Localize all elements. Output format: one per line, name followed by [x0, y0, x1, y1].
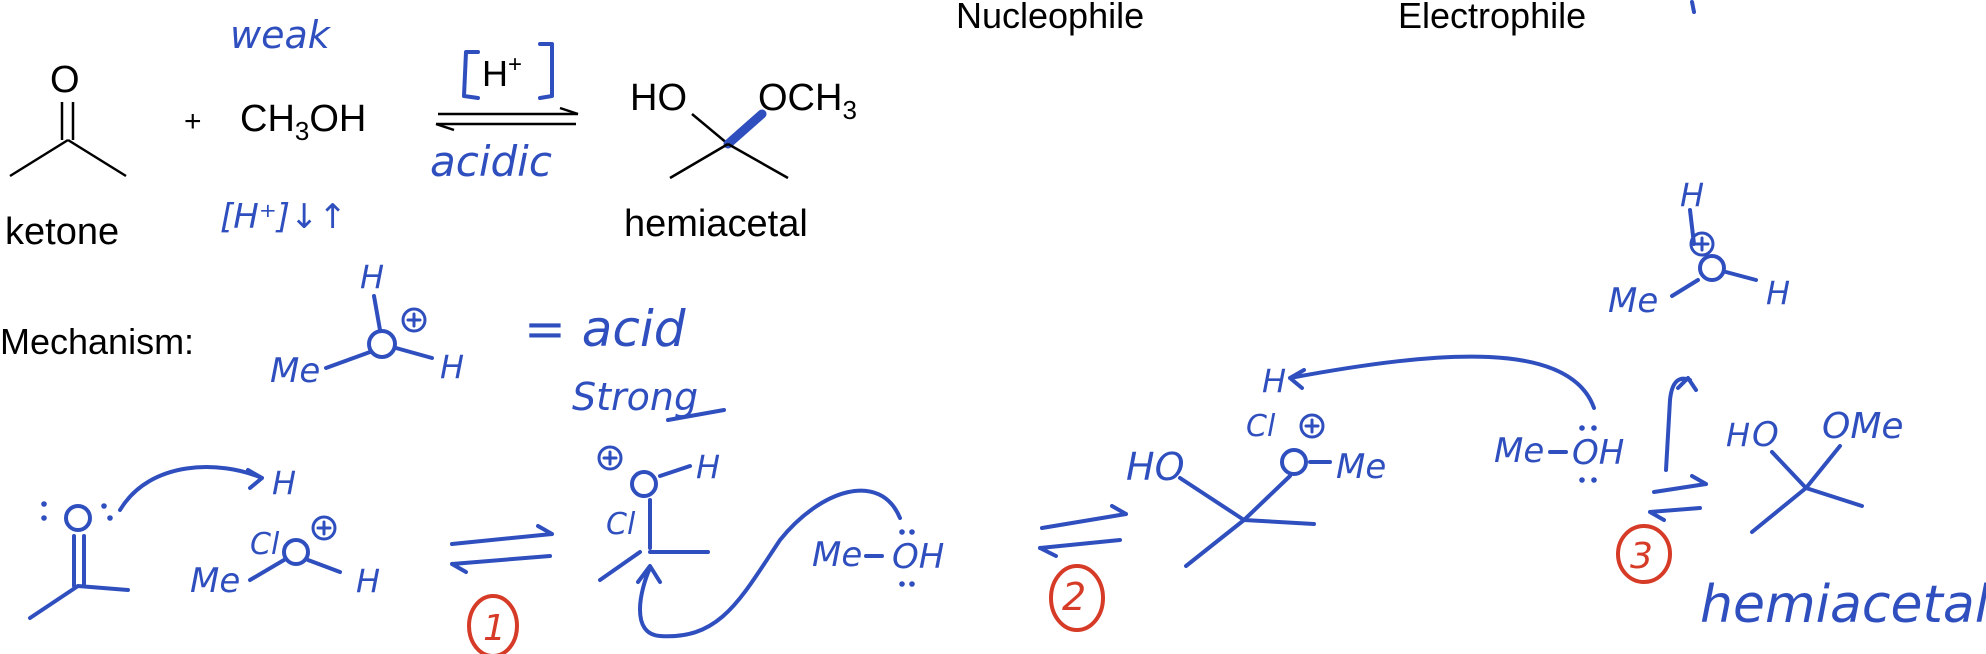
h-text: H — [1680, 176, 1704, 214]
product-och3: OCH3 — [758, 77, 857, 125]
me-text: Me — [1608, 281, 1658, 321]
oh-text: OH — [1572, 433, 1624, 473]
h-text: H — [696, 448, 720, 486]
step-1-number: 1 — [483, 608, 506, 649]
final-hemiacetal-label: hemiacetal — [1700, 575, 1986, 635]
equilibrium-step3 — [1648, 376, 1708, 522]
hemiacetal-structure: HO OCH3 — [630, 77, 857, 180]
hemiacetal-product-mechanism: H O OMe — [1726, 406, 1904, 534]
note-acidic: acidic — [430, 137, 552, 186]
me-text: Me — [1336, 447, 1386, 487]
hydronium-reference: Me H H — [270, 258, 464, 391]
acid-label: = acid — [524, 300, 686, 358]
curved-arrow-attack — [636, 488, 902, 639]
catalyst-label: H+ — [482, 51, 522, 94]
note-weak: weak — [230, 13, 332, 57]
nucleophile-heading: Nucleophile — [956, 0, 1144, 36]
plus-sign: + — [184, 105, 202, 138]
electrophile-heading: Electrophile — [1398, 0, 1586, 36]
equilibrium-step2 — [1038, 504, 1128, 558]
step-1-circle — [467, 594, 519, 654]
ome-text: OMe — [1822, 406, 1904, 447]
h-text: H — [1726, 416, 1750, 454]
ketone-label: ketone — [5, 211, 119, 253]
step-3-number: 3 — [1630, 536, 1653, 577]
me-text: Me — [270, 351, 320, 391]
equilibrium-step1 — [450, 524, 554, 574]
oxonium-intermediate: HO H Cl Me — [1126, 354, 1596, 568]
mechanism-label: Mechanism: — [0, 321, 194, 362]
step-3-circle — [1616, 524, 1672, 584]
hemiacetal-label: hemiacetal — [624, 203, 808, 245]
catalyst-bracket-ink — [462, 42, 554, 100]
me-text: Me — [190, 561, 240, 601]
methanol-reagent: CH3OH — [240, 98, 366, 146]
me-text: Me — [1494, 431, 1544, 471]
ketone-oxygen: O — [50, 59, 80, 101]
header-ink-mark — [1690, 0, 1696, 14]
ho-text: HO — [1126, 445, 1184, 489]
step-2-number: 2 — [1062, 575, 1086, 619]
note-h-concentration: [H⁺]↓↑ — [220, 197, 347, 237]
o-text: O — [1752, 415, 1779, 455]
h-text: H — [360, 258, 384, 296]
hydronium-top-right: H Me H — [1608, 176, 1790, 321]
oh-text: OH — [892, 537, 944, 577]
product-ho: HO — [630, 77, 687, 119]
curved-arrow-step1 — [118, 465, 264, 512]
methanol-base: Me OH — [1494, 425, 1624, 483]
ketone-structure: O — [9, 59, 127, 178]
cl-text: Cl — [250, 527, 280, 562]
h-text: H — [1262, 362, 1286, 400]
me-text: Me — [812, 535, 862, 575]
h-text: H — [440, 348, 464, 386]
cl-text: Cl — [1246, 409, 1276, 444]
methanol-nucleophile: Me OH — [812, 529, 944, 587]
h-text: H — [356, 562, 380, 600]
step-2-circle — [1049, 564, 1105, 632]
h-text: H — [1766, 274, 1790, 312]
strong-label: Strong — [572, 375, 698, 419]
cl-text: Cl — [606, 507, 636, 542]
equilibrium-arrow — [435, 106, 579, 132]
step1-reactants: H Cl Me H — [28, 464, 380, 620]
protonated-carbonyl: Strong H Cl — [572, 375, 902, 639]
h-text: H — [272, 464, 296, 502]
curved-arrow-deprotonation — [1288, 354, 1596, 410]
